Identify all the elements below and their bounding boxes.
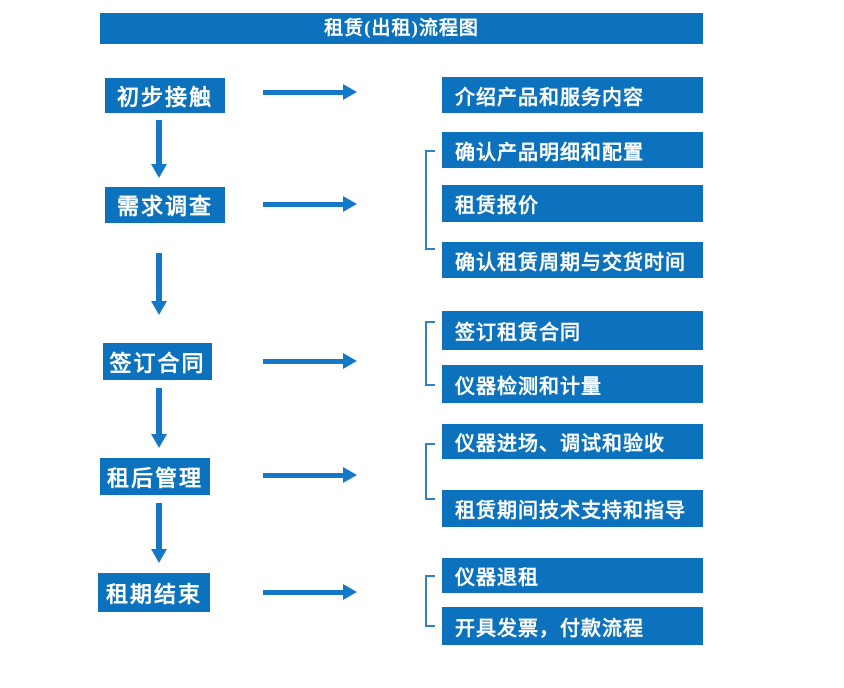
arrow-head [151,549,167,563]
step-box-5: 租期结束 [98,573,210,612]
group-bracket-4 [425,443,435,500]
group-bracket-5 [425,575,435,627]
right-arrow-2 [263,196,357,213]
arrow-head [343,584,357,600]
down-arrow-1 [151,120,168,178]
arrow-shaft [263,90,343,95]
step-box-3: 签订合同 [103,343,212,380]
down-arrow-3 [151,388,168,448]
arrow-head [343,84,357,100]
detail-box-5-2: 开具发票，付款流程 [442,607,703,645]
arrow-head [151,301,167,315]
right-arrow-4 [263,467,357,484]
arrow-shaft [263,473,343,478]
down-arrow-4 [151,503,168,563]
arrow-shaft [263,359,343,364]
detail-box-3-2: 仪器检测和计量 [442,365,703,403]
right-arrow-3 [263,353,357,370]
right-arrow-5 [263,584,357,601]
detail-box-2-3: 确认租赁周期与交货时间 [442,242,703,278]
group-bracket-2 [425,150,435,250]
arrow-shaft [156,388,162,436]
arrow-shaft [263,202,343,207]
group-bracket-3 [425,321,435,386]
detail-box-4-2: 租赁期间技术支持和指导 [442,490,703,527]
detail-box-2-2: 租赁报价 [442,185,703,222]
step-box-2: 需求调查 [105,187,225,223]
detail-box-5-1: 仪器退租 [442,558,703,593]
detail-box-2-1: 确认产品明细和配置 [442,132,703,168]
arrow-head [343,467,357,483]
detail-box-3-1: 签订租赁合同 [442,311,703,350]
step-box-4: 租后管理 [100,458,210,495]
arrow-shaft [156,120,162,166]
arrow-head [343,353,357,369]
detail-box-4-1: 仪器进场、调试和验收 [442,424,703,459]
arrow-shaft [156,503,162,551]
detail-box-1-1: 介绍产品和服务内容 [442,77,703,113]
right-arrow-1 [263,84,357,101]
down-arrow-2 [151,253,168,315]
step-box-1: 初步接触 [105,78,225,113]
flowchart-title: 租赁(出租)流程图 [324,18,479,39]
arrow-shaft [263,590,343,595]
arrow-head [343,196,357,212]
arrow-head [151,434,167,448]
flowchart-title-bar: 租赁(出租)流程图 [100,13,703,44]
arrow-shaft [156,253,162,303]
arrow-head [151,164,167,178]
